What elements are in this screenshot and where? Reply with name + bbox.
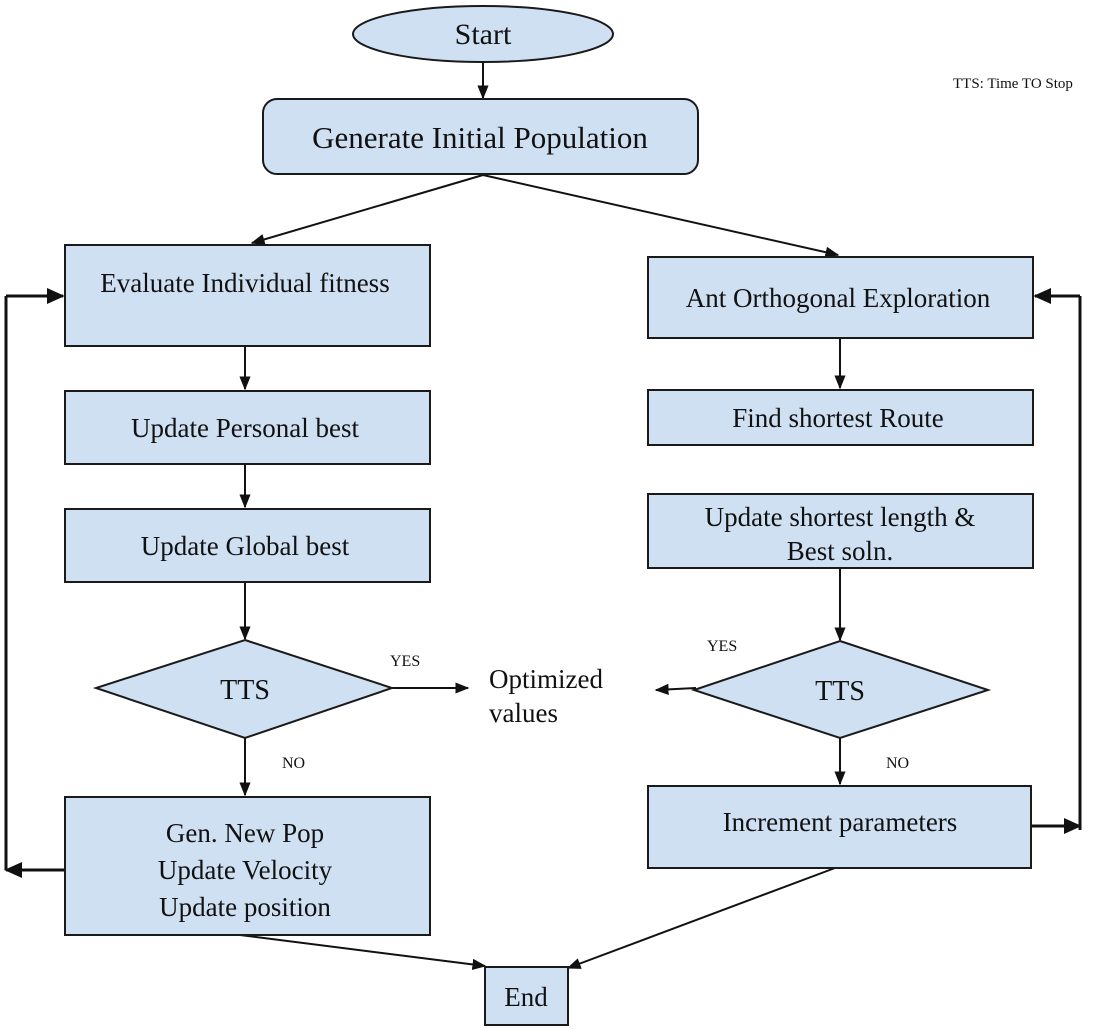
global-best-node	[64, 508, 431, 583]
right-yes-label: YES	[707, 638, 737, 655]
left-yes-label: YES	[390, 653, 420, 670]
generate-population-label: Generate Initial Population	[312, 120, 648, 155]
end-label: End	[504, 982, 548, 1012]
update-shortest-node	[647, 493, 1034, 569]
ant-exploration-label: Ant Orthogonal Exploration	[686, 283, 991, 313]
optimized-values-line2: values	[489, 698, 558, 728]
right-no-label: NO	[886, 755, 909, 772]
start-label: Start	[455, 18, 512, 51]
evaluate-fitness-node	[64, 244, 431, 347]
update-shortest-label-2: Best soln.	[787, 536, 894, 566]
shortest-route-label: Find shortest Route	[732, 403, 944, 433]
tts-right-decision	[690, 639, 992, 740]
edge-increment-end	[566, 867, 836, 969]
start-node	[352, 5, 614, 63]
gen-new-pop-label-1: Gen. New Pop	[166, 818, 324, 848]
gen-new-pop-node	[64, 796, 431, 936]
tts-left-label: TTS	[220, 675, 270, 706]
increment-params-node	[647, 785, 1032, 869]
personal-best-label: Update Personal best	[131, 413, 359, 443]
increment-params-label: Increment parameters	[723, 807, 958, 837]
update-shortest-label-1: Update shortest length &	[705, 502, 976, 532]
shortest-route-node	[647, 389, 1034, 446]
optimized-values-line1: Optimized	[489, 664, 603, 694]
end-node	[484, 966, 569, 1026]
tts-right-label: TTS	[815, 676, 865, 707]
edge-genpop-end	[239, 934, 487, 970]
edge-generate-evaluate	[250, 174, 484, 245]
evaluate-fitness-label: Evaluate Individual fitness	[100, 268, 389, 298]
left-no-label: NO	[282, 755, 305, 772]
global-best-label: Update Global best	[141, 531, 350, 561]
edge-tts-right-optimized	[654, 683, 697, 695]
edge-generate-ant	[482, 174, 840, 258]
legend-text: TTS: Time TO Stop	[953, 76, 1073, 92]
personal-best-node	[64, 390, 431, 465]
tts-left-decision	[92, 638, 396, 740]
ant-exploration-node	[647, 256, 1034, 339]
generate-population-node	[262, 98, 699, 175]
gen-new-pop-label-2: Update Velocity	[158, 855, 333, 885]
gen-new-pop-label-3: Update position	[159, 892, 331, 922]
